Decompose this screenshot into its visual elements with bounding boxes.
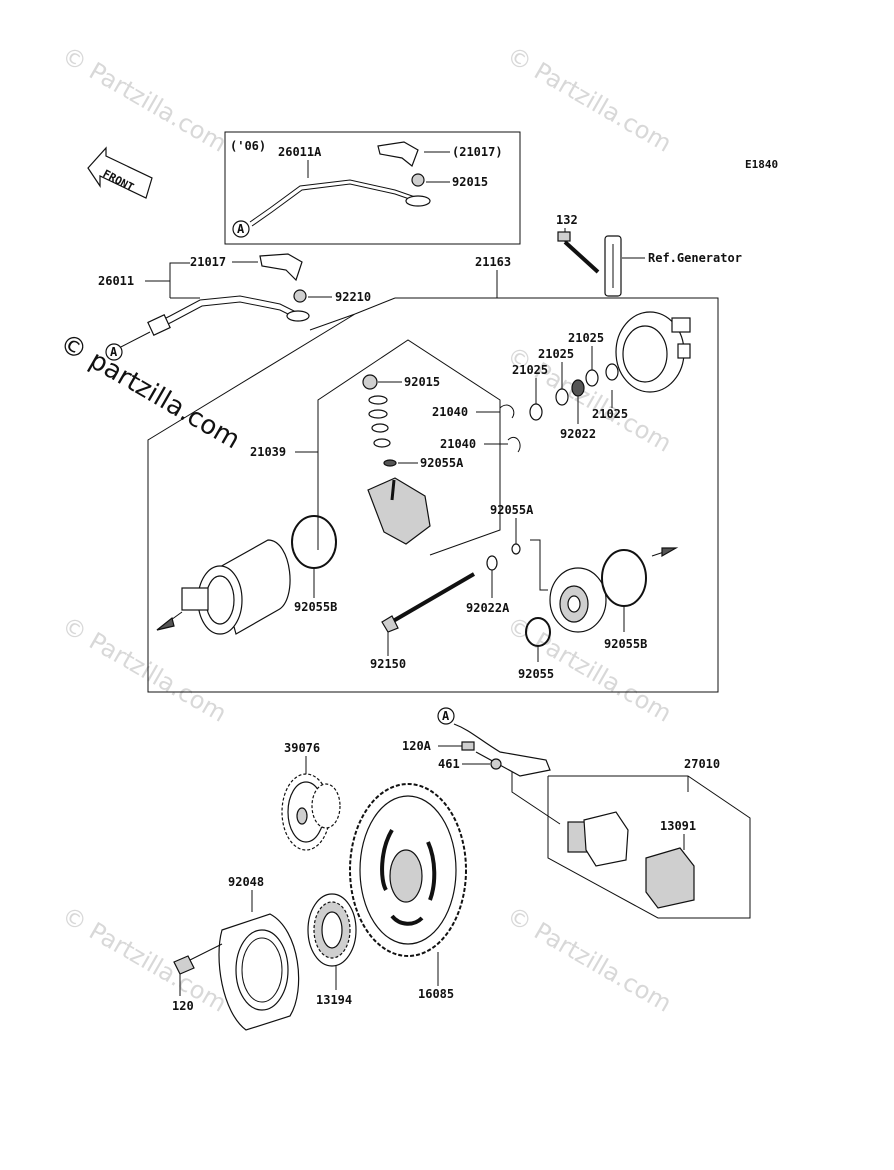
callout-26011A: 26011A xyxy=(278,145,322,159)
bolt-132: 132 Ref.Generator xyxy=(556,213,742,297)
callout-26011: 26011 xyxy=(98,274,134,288)
starter-clutch-gear-16085: 16085 xyxy=(349,783,467,1001)
callout-92048: 92048 xyxy=(228,875,264,889)
inset-year: ('06) xyxy=(230,139,266,153)
washers-21025: 21025 21025 21025 21025 92022 xyxy=(512,331,628,441)
motor-yoke: 92055B xyxy=(156,515,337,635)
watermark: © Partzilla.com xyxy=(502,41,676,158)
callout-39076: 39076 xyxy=(284,741,320,755)
callout-92055B: 92055B xyxy=(604,637,647,651)
callout-27010: 27010 xyxy=(684,757,720,771)
small-seals: 92022A 92055A 92055 xyxy=(466,503,554,681)
callout-92210: 92210 xyxy=(335,290,371,304)
watermark: © Partzilla.com xyxy=(57,611,231,728)
one-way-clutch-13194: 13194 xyxy=(307,893,357,1007)
callout-120: 120 xyxy=(172,999,194,1013)
callout-21025: 21025 xyxy=(538,347,574,361)
callout-21025: 21025 xyxy=(592,407,628,421)
callout-92055B: 92055B xyxy=(294,600,337,614)
callout-21163: 21163 xyxy=(475,255,511,269)
connector-a: A xyxy=(442,709,450,723)
watermark-large: © partzilla.com xyxy=(55,328,245,455)
callout-21025: 21025 xyxy=(512,363,548,377)
callout-92055A: 92055A xyxy=(490,503,534,517)
callout-461: 461 xyxy=(438,757,460,771)
cable-26011: 26011 21017 A 92210 xyxy=(98,253,371,361)
callout-21017: 21017 xyxy=(190,255,226,269)
callout-92150: 92150 xyxy=(370,657,406,671)
through-bolt-92150: 92150 xyxy=(370,572,476,671)
connector-a: A xyxy=(237,222,245,236)
callout-92055: 92055 xyxy=(518,667,554,681)
callout-21039: 21039 xyxy=(250,445,286,459)
callout-120A: 120A xyxy=(402,739,432,753)
idle-gear-39076: 39076 xyxy=(281,741,341,851)
callout-132: 132 xyxy=(556,213,578,227)
ref-generator: Ref.Generator xyxy=(648,251,742,265)
callout-92022: 92022 xyxy=(560,427,596,441)
callout-92022A: 92022A xyxy=(466,601,510,615)
callout-21040: 21040 xyxy=(440,437,476,451)
callout-13194: 13194 xyxy=(316,993,352,1007)
callout-21017-paren: (21017) xyxy=(452,145,503,159)
callout-21025: 21025 xyxy=(568,331,604,345)
inset-box-2006: ('06) 26011A A (21017) 92015 xyxy=(224,131,521,245)
connector-a-mark xyxy=(232,220,250,238)
watermark: © Partzilla.com xyxy=(57,41,231,158)
callout-92015-top: 92015 xyxy=(452,175,488,189)
watermark: © Partzilla.com xyxy=(57,901,231,1018)
callout-13091: 13091 xyxy=(660,819,696,833)
brush-holder-21039: 21039 92015 92055A 21040 21040 xyxy=(250,339,521,556)
connector-a: A xyxy=(110,345,118,359)
callout-21040: 21040 xyxy=(432,405,468,419)
watermark: © Partzilla.com xyxy=(502,901,676,1018)
callout-92015: 92015 xyxy=(404,375,440,389)
callout-92055A: 92055A xyxy=(420,456,464,470)
rear-end-cover xyxy=(615,311,691,393)
starter-motor-box: 21163 xyxy=(147,255,719,693)
starter-relay-27010: A 120A 461 27010 13091 xyxy=(402,707,751,919)
callout-16085: 16085 xyxy=(418,987,454,1001)
front-arrow-icon: FRONT xyxy=(87,146,153,199)
clutch-housing-92048: 92048 120 xyxy=(172,875,300,1031)
front-end-cover: 92055B xyxy=(530,539,679,651)
diagram-code: E1840 xyxy=(745,158,778,171)
